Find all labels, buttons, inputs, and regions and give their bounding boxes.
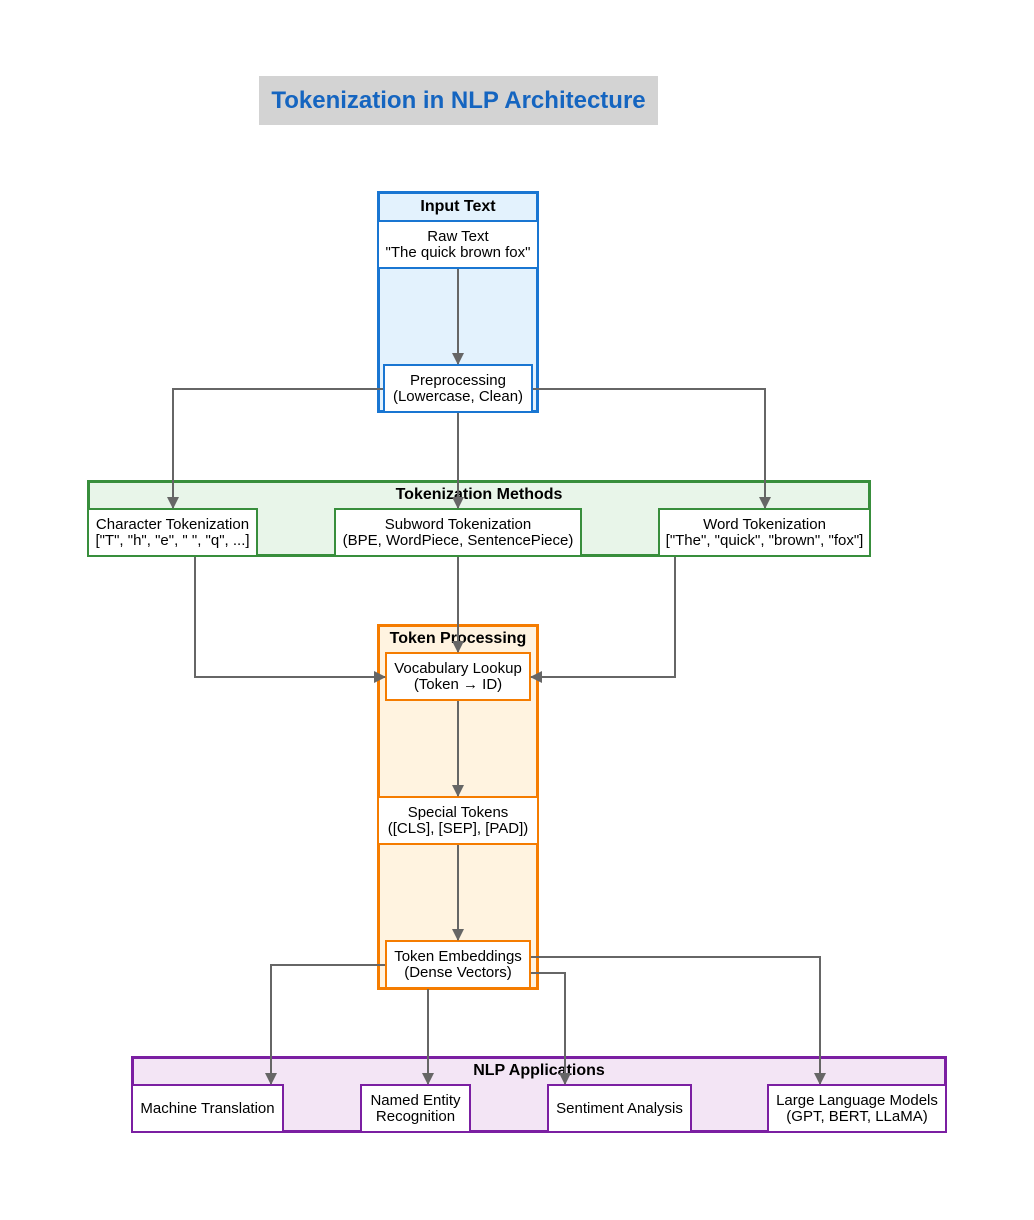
node-vocabulary-lookup: Vocabulary Lookup (Token → ID) xyxy=(385,652,531,701)
node-preprocessing: Preprocessing (Lowercase, Clean) xyxy=(383,364,533,413)
node-character-tokenization: Character Tokenization ["T", "h", "e", "… xyxy=(87,508,258,557)
node-word-tokenization: Word Tokenization ["The", "quick", "brow… xyxy=(658,508,871,557)
node-raw-text-line2: "The quick brown fox" xyxy=(385,243,531,261)
node-named-entity-recognition: Named Entity Recognition xyxy=(360,1084,471,1133)
node-large-language-models-line2: (GPT, BERT, LLaMA) xyxy=(786,1107,928,1125)
diagram-title: Tokenization in NLP Architecture xyxy=(259,76,658,125)
node-sentiment-analysis: Sentiment Analysis xyxy=(547,1084,692,1133)
node-raw-text: Raw Text "The quick brown fox" xyxy=(377,220,539,269)
node-subword-tokenization-line2: (BPE, WordPiece, SentencePiece) xyxy=(342,531,574,549)
edge-character-tokenization-to-vocabulary-lookup xyxy=(194,557,386,683)
group-token-processing-label: Token Processing xyxy=(389,630,527,647)
group-nlp-applications-label: NLP Applications xyxy=(473,1062,605,1079)
node-special-tokens: Special Tokens ([CLS], [SEP], [PAD]) xyxy=(377,796,539,845)
node-sentiment-analysis-line1: Sentiment Analysis xyxy=(556,1099,683,1117)
node-word-tokenization-line2: ["The", "quick", "brown", "fox"] xyxy=(665,531,864,549)
group-tokenization-methods-label: Tokenization Methods xyxy=(395,486,563,503)
node-machine-translation-line1: Machine Translation xyxy=(140,1099,275,1117)
node-named-entity-recognition-line2: Recognition xyxy=(375,1107,456,1125)
group-input-text-label: Input Text xyxy=(420,198,496,215)
node-preprocessing-line1: Preprocessing xyxy=(410,371,506,389)
node-machine-translation: Machine Translation xyxy=(131,1084,284,1133)
node-character-tokenization-line2: ["T", "h", "e", " ", "q", ...] xyxy=(95,531,250,549)
node-token-embeddings-line2: (Dense Vectors) xyxy=(404,963,512,981)
node-special-tokens-line1: Special Tokens xyxy=(407,803,509,821)
node-large-language-models: Large Language Models (GPT, BERT, LLaMA) xyxy=(767,1084,947,1133)
node-subword-tokenization-line1: Subword Tokenization xyxy=(384,515,532,533)
node-token-embeddings-line1: Token Embeddings xyxy=(394,947,522,965)
node-raw-text-line1: Raw Text xyxy=(427,227,489,245)
edge-word-tokenization-to-vocabulary-lookup xyxy=(530,557,676,683)
node-subword-tokenization: Subword Tokenization (BPE, WordPiece, Se… xyxy=(334,508,582,557)
node-special-tokens-line2: ([CLS], [SEP], [PAD]) xyxy=(387,819,529,837)
node-named-entity-recognition-line1: Named Entity xyxy=(370,1091,461,1109)
node-large-language-models-line1: Large Language Models xyxy=(776,1091,938,1109)
node-word-tokenization-line1: Word Tokenization xyxy=(703,515,826,533)
node-token-embeddings: Token Embeddings (Dense Vectors) xyxy=(385,940,531,989)
node-vocabulary-lookup-line2: (Token → ID) xyxy=(413,675,503,693)
node-preprocessing-line2: (Lowercase, Clean) xyxy=(392,387,524,405)
node-vocabulary-lookup-line1: Vocabulary Lookup xyxy=(394,659,522,677)
node-character-tokenization-line1: Character Tokenization xyxy=(95,515,250,533)
